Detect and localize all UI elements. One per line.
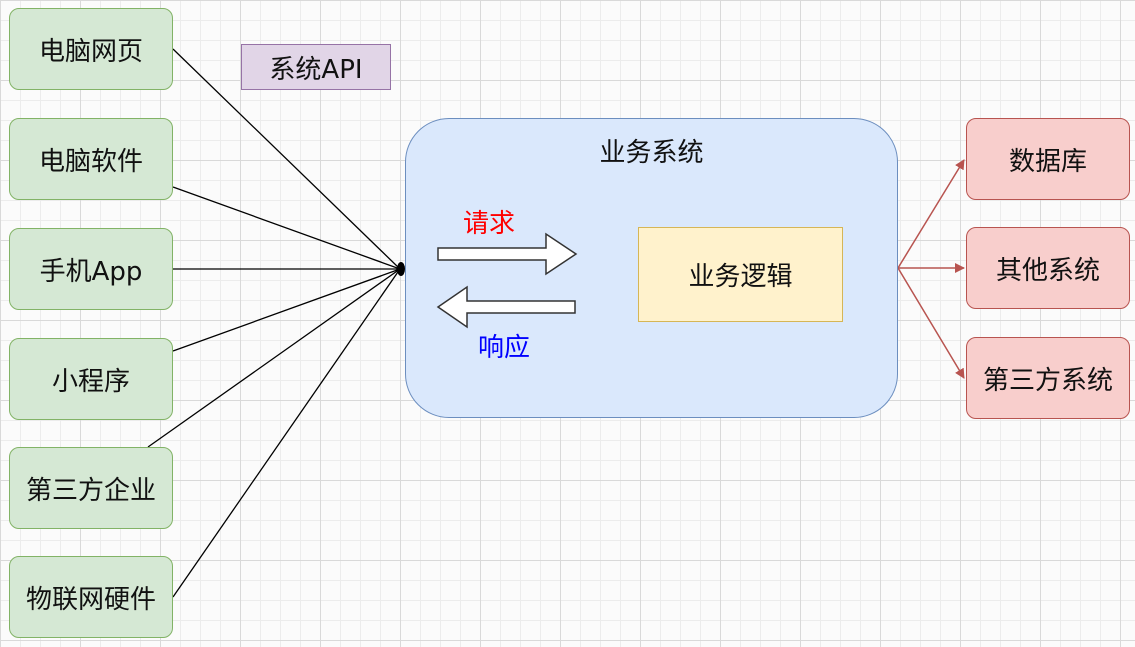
client-connector-group <box>147 48 405 598</box>
target-node-third-party-systems[interactable]: 第三方系统 <box>966 337 1130 419</box>
client-node-mini-program[interactable]: 小程序 <box>9 338 173 420</box>
client-label: 小程序 <box>51 366 130 397</box>
business-logic-node[interactable]: 业务逻辑 <box>638 227 843 322</box>
response-label: 响应 <box>478 333 531 363</box>
target-label: 第三方系统 <box>982 365 1113 396</box>
system-api-label[interactable]: 系统API <box>241 44 391 90</box>
client-node-pc-web[interactable]: 电脑网页 <box>9 8 173 90</box>
connector-third-party-enterprise <box>147 268 401 448</box>
connector-pc-software <box>172 186 401 270</box>
api-label-text: 系统API <box>269 54 363 85</box>
target-label: 其他系统 <box>995 255 1100 286</box>
connector-third-party-systems <box>897 267 965 379</box>
client-node-iot-hardware[interactable]: 物联网硬件 <box>9 556 173 638</box>
client-label: 电脑网页 <box>38 36 143 67</box>
request-arrow-icon <box>437 232 578 276</box>
client-node-mobile-app[interactable]: 手机App <box>9 228 173 310</box>
client-label: 物联网硬件 <box>25 584 156 615</box>
client-label: 第三方企业 <box>25 475 156 506</box>
connector-mini-program <box>172 268 401 352</box>
business-system-title: 业务系统 <box>599 138 704 168</box>
target-node-other-systems[interactable]: 其他系统 <box>966 227 1130 309</box>
business-logic-label: 业务逻辑 <box>688 262 793 292</box>
client-node-third-party-enterprise[interactable]: 第三方企业 <box>9 447 173 529</box>
response-arrow-icon <box>436 285 576 329</box>
connector-pc-web <box>172 48 401 270</box>
target-node-database[interactable]: 数据库 <box>966 118 1130 200</box>
client-label: 手机App <box>39 256 143 287</box>
client-node-pc-software[interactable]: 电脑软件 <box>9 118 173 200</box>
connector-database <box>897 159 965 269</box>
target-label: 数据库 <box>1008 146 1087 177</box>
target-connector-group <box>897 159 965 379</box>
connector-iot-hardware <box>172 268 401 598</box>
client-label: 电脑软件 <box>38 146 143 177</box>
request-label: 请求 <box>463 209 516 239</box>
connection-point <box>397 262 405 276</box>
